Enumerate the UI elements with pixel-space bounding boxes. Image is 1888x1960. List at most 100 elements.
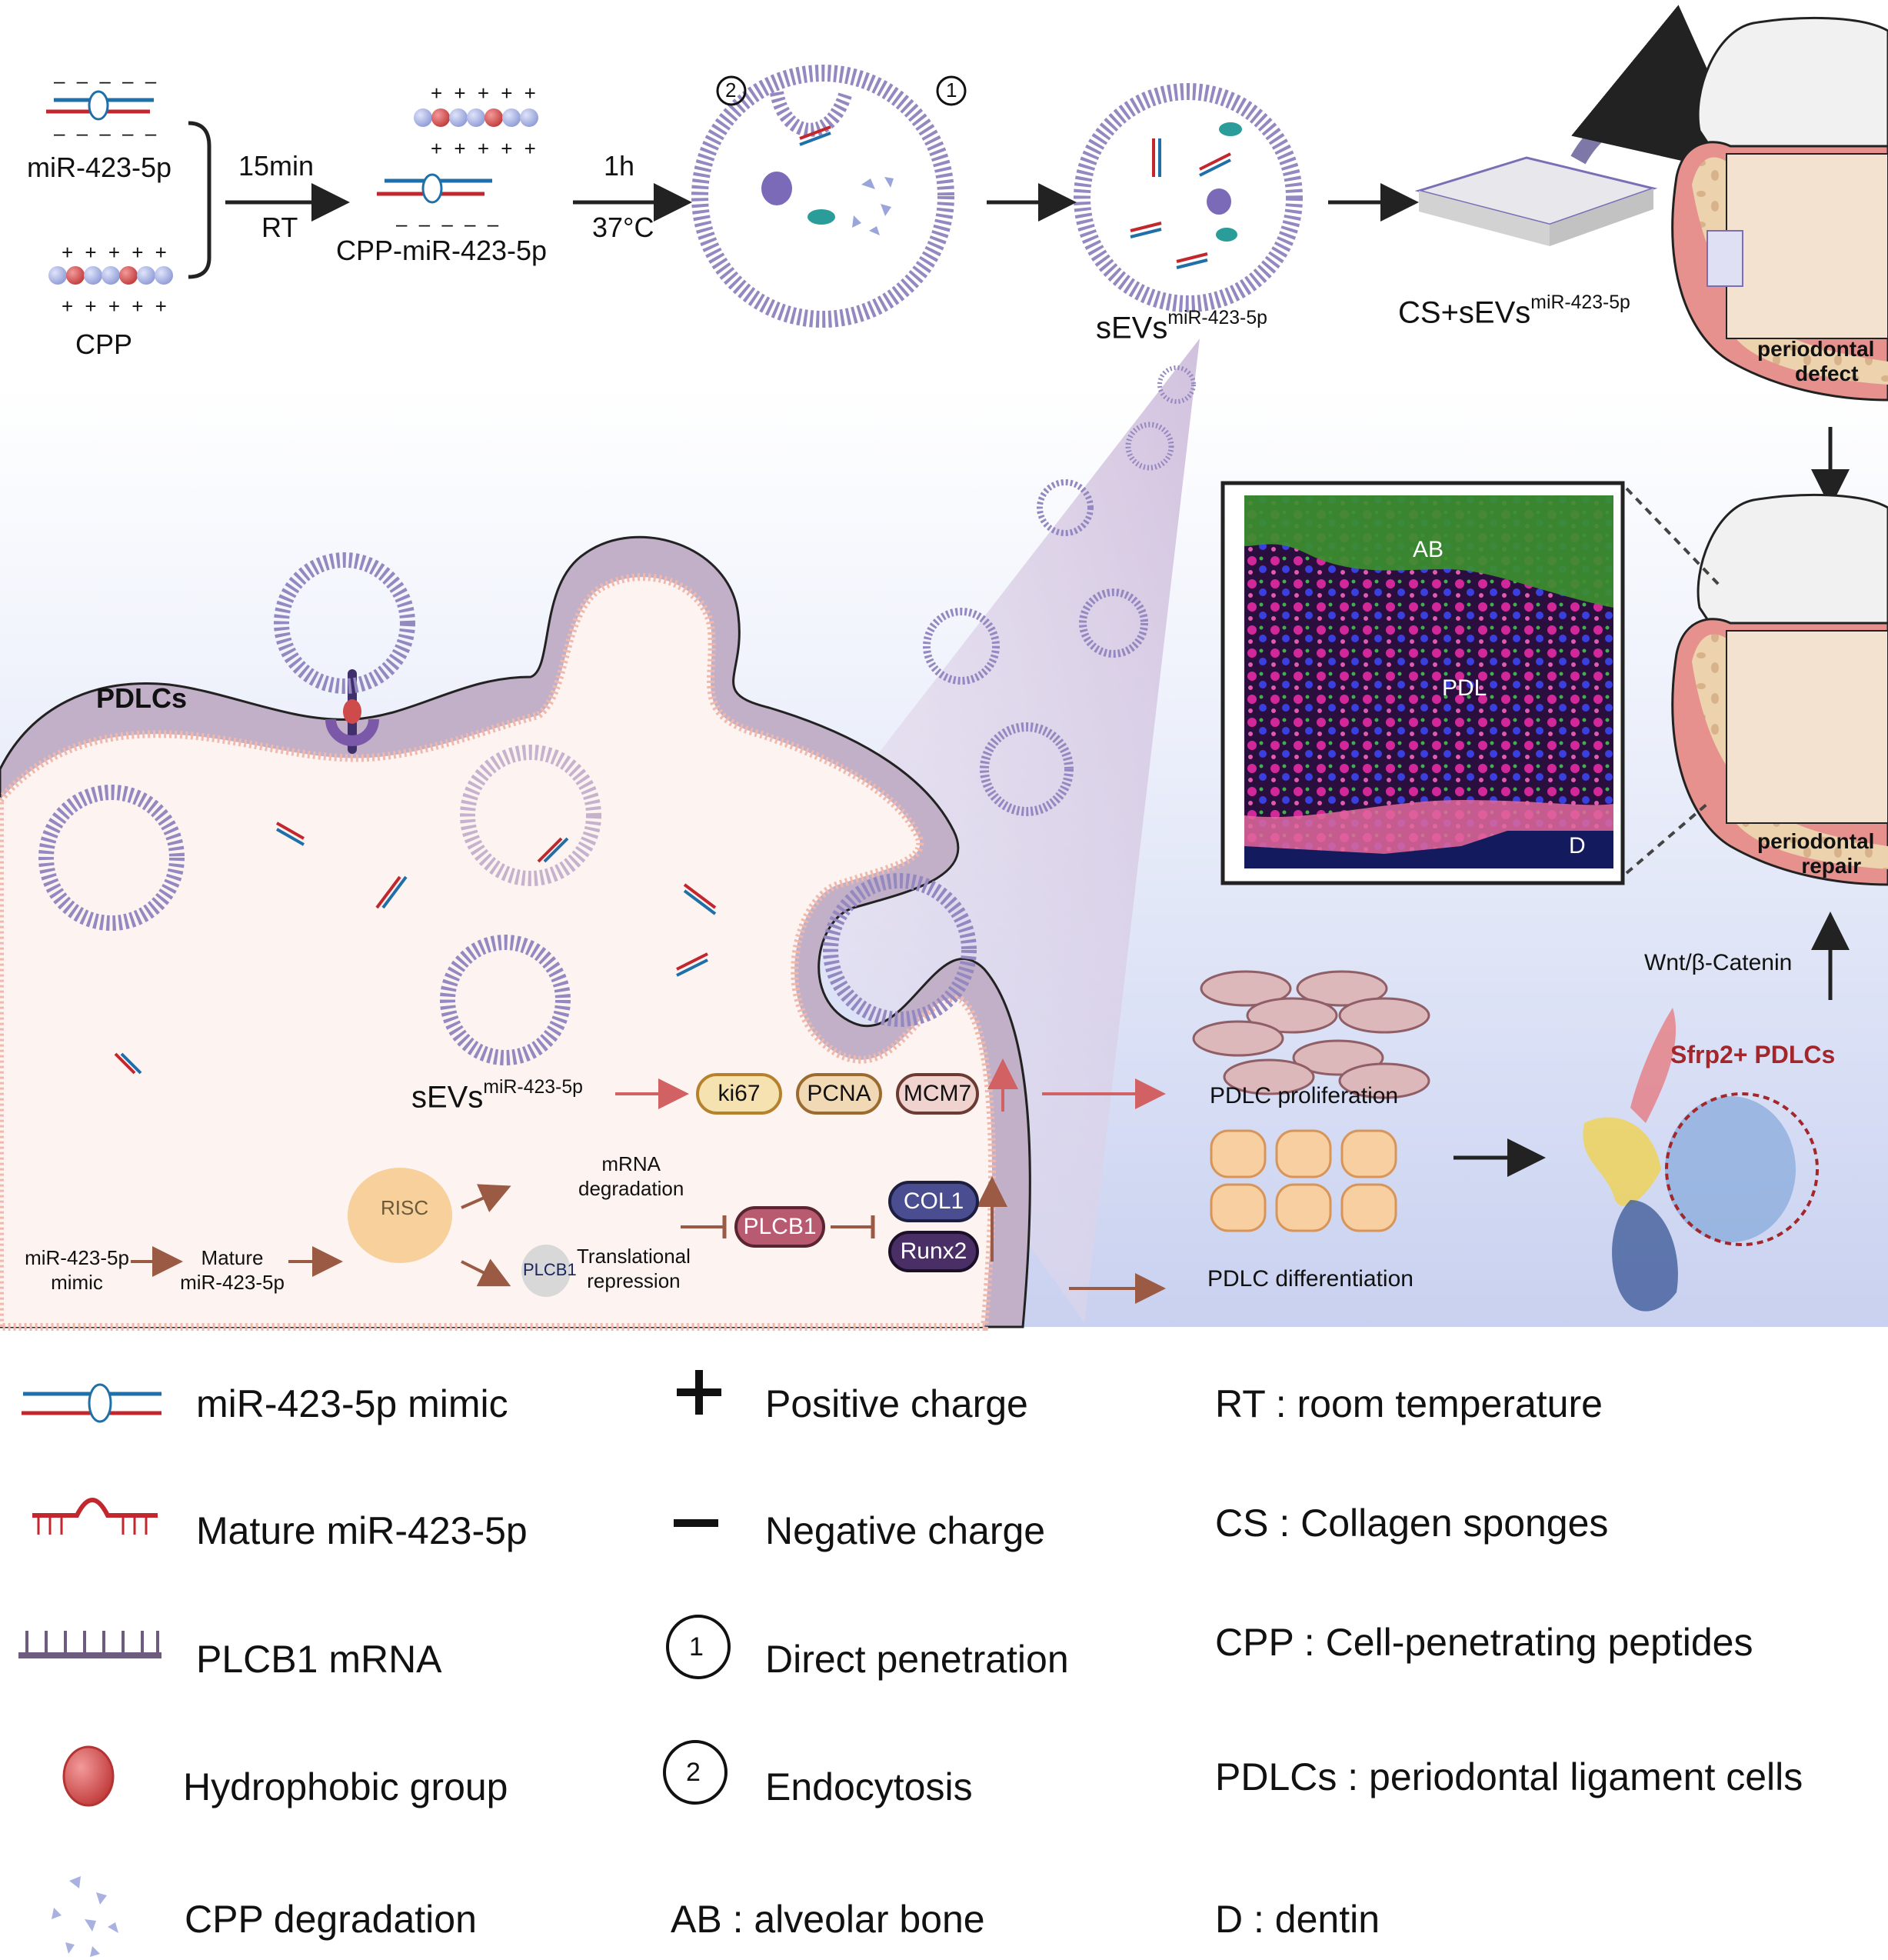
cpp-plus-row-bottom: + + + + + [62, 295, 170, 318]
risc-label: RISC [381, 1196, 429, 1219]
route-1-circle [936, 75, 967, 106]
mirna-duplex-marks [114, 125, 1231, 1075]
cpp-plus-row-top: + + + + + [62, 241, 170, 264]
route-2-number: 2 [725, 78, 737, 102]
plcb1-pill: PLCB1 [734, 1206, 825, 1248]
proliferating-cells [1192, 970, 1430, 1099]
arrow-risc-to-repression [461, 1258, 511, 1287]
marker-pcna: PCNA [796, 1073, 882, 1115]
repair-line1: periodontal [1757, 829, 1875, 853]
sevs-label-cell: sEVsmiR-423-5p [411, 1078, 583, 1115]
complex-plus-row: + + + + + [431, 82, 539, 105]
sfrp2-label: Sfrp2+ PDLCs [1670, 1041, 1836, 1068]
legend-cpp-degradation: CPP degradation [185, 1898, 477, 1941]
legend-circled-1: 1 [689, 1632, 704, 1662]
legend-positive: Positive charge [765, 1382, 1028, 1425]
legend-d: D : dentin [1215, 1898, 1380, 1941]
legend-pdlcs: PDLCs : periodontal ligament cells [1215, 1755, 1803, 1798]
sevs-sup: miR-423-5p [1167, 308, 1267, 328]
proliferation-label: PDLC proliferation [1210, 1083, 1399, 1108]
umap-plot[interactable] [1583, 1008, 1819, 1312]
cs-base: CS+sEVs [1398, 295, 1531, 330]
inset-guide-bottom [1625, 802, 1709, 875]
legend-hydrophobic: Hydrophobic group [183, 1765, 508, 1808]
vesicle-group [38, 365, 1196, 1065]
legend-endocytosis: Endocytosis [765, 1765, 973, 1808]
legend-mature: Mature miR-423-5p [196, 1509, 528, 1552]
legend-circled-2: 2 [686, 1758, 701, 1787]
transl-1: Translational [577, 1245, 691, 1268]
implant-arrow [1570, 5, 1756, 178]
inset-guide-top [1625, 487, 1720, 586]
route-1-number: 1 [946, 78, 957, 102]
marker-ki67: ki67 [696, 1073, 782, 1115]
pdlcs-label: PDLCs [96, 682, 188, 714]
mrna-deg-2: degradation [578, 1177, 684, 1200]
col1-pill: COL1 [888, 1181, 979, 1222]
plcb1-protein-label: PLCB1 [523, 1260, 577, 1279]
mrna-deg-1: mRNA [601, 1152, 661, 1175]
tooth-defect [1671, 16, 1888, 402]
risc-complex [348, 1168, 452, 1263]
sevs-base: sEVs [1096, 311, 1168, 345]
complex-plus-row-2: + + + + + [431, 137, 539, 160]
plcb1-protein-blob [521, 1245, 571, 1297]
uptake-vesicle [691, 65, 954, 328]
mir-label: miR-423-5p [27, 152, 172, 183]
step2-condition: 37°C [592, 212, 654, 243]
legend-icons [18, 1370, 731, 1957]
complex-label: CPP-miR-423-5p [336, 235, 548, 266]
micro-label-pdl: PDL [1442, 675, 1487, 701]
bracket [188, 121, 211, 279]
tooth-repair [1671, 493, 1888, 886]
microscopy-inset[interactable] [1220, 481, 1625, 885]
step1-condition: RT [261, 212, 298, 243]
ligand [343, 699, 361, 724]
cs-sevs-label: CS+sEVsmiR-423-5p [1398, 293, 1630, 330]
legend-negative: Negative charge [765, 1509, 1046, 1552]
step2-time: 1h [604, 150, 635, 182]
mature-label-1: Mature [201, 1246, 264, 1269]
mature-label-2: miR-423-5p [180, 1271, 285, 1294]
differentiation-label: PDLC differentiation [1207, 1266, 1414, 1292]
legend-plcb1-mrna: PLCB1 mRNA [196, 1638, 442, 1681]
arrow-risc-to-degradation [461, 1184, 511, 1212]
cpp-label: CPP [75, 328, 133, 360]
defect-line1: periodontal [1757, 337, 1875, 361]
micro-label-ab: AB [1413, 537, 1444, 562]
mir-minus-row-top: – – – – – [54, 69, 160, 92]
legend-direct-penetration: Direct penetration [765, 1638, 1069, 1681]
legend-ab: AB : alveolar bone [671, 1898, 985, 1941]
marker-mcm7: MCM7 [896, 1073, 979, 1115]
legend-cpp: CPP : Cell-penetrating peptides [1215, 1621, 1753, 1664]
collagen-sponge [1414, 156, 1658, 246]
receptor-cup [325, 718, 379, 746]
legend-mimic: miR-423-5p mimic [196, 1382, 508, 1425]
runx2-pill: Runx2 [888, 1231, 979, 1272]
sevs-label-top: sEVsmiR-423-5p [1096, 308, 1267, 345]
mimic-label-2: mimic [51, 1271, 103, 1294]
micro-label-d: D [1569, 833, 1586, 858]
defect-line2: defect [1794, 362, 1859, 385]
mir-minus-row-bottom: – – – – – [54, 122, 160, 145]
route-2-circle [716, 75, 747, 106]
repair-line2: repair [1801, 854, 1862, 878]
mimic-label-1: miR-423-5p [25, 1246, 129, 1269]
differentiating-cells [1210, 1129, 1397, 1232]
step1-time: 15min [238, 150, 315, 182]
zoom-beam [777, 338, 1200, 1323]
sevs-cell-base: sEVs [411, 1080, 484, 1115]
complex-minus-row: – – – – – [396, 212, 502, 235]
legend-rt: RT : room temperature [1215, 1382, 1603, 1425]
sev-vesicle [1074, 83, 1303, 312]
cpp-bead-chain [48, 108, 538, 285]
legend-cs: CS : Collagen sponges [1215, 1502, 1609, 1545]
wnt-label: Wnt/β-Catenin [1644, 950, 1793, 975]
